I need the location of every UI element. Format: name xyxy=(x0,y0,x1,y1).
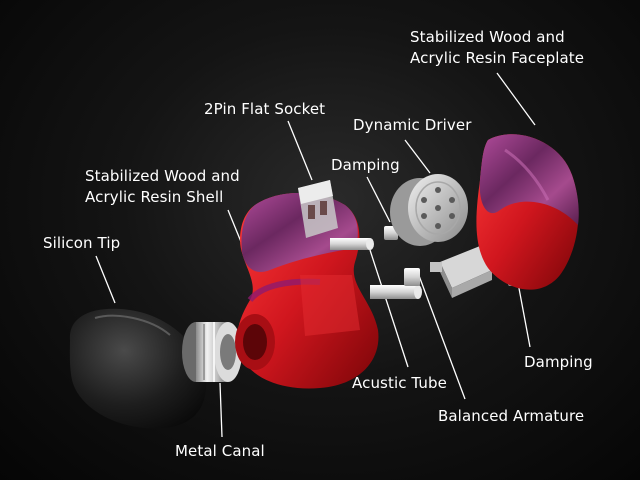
dynamic-driver xyxy=(390,174,468,246)
label-silicon-tip: Silicon Tip xyxy=(43,234,121,252)
label-damping-right: Damping xyxy=(524,353,593,371)
balanced-armature xyxy=(430,246,492,298)
label-metal-canal: Metal Canal xyxy=(175,442,265,460)
label-dynamic-driver: Dynamic Driver xyxy=(353,116,472,134)
label-socket: 2Pin Flat Socket xyxy=(204,100,326,118)
label-damping-top: Damping xyxy=(331,156,400,174)
label-balanced-armature: Balanced Armature xyxy=(438,407,585,425)
two-pin-socket xyxy=(298,180,338,238)
acoustic-tubes xyxy=(330,238,422,299)
label-acoustic-tube: Acustic Tube xyxy=(352,374,447,392)
label-faceplate: Stabilized Wood and Acrylic Resin Facepl… xyxy=(410,28,585,67)
silicon-tip xyxy=(69,308,206,429)
resin-faceplate xyxy=(476,134,579,290)
label-shell: Stabilized Wood and Acrylic Resin Shell xyxy=(85,167,240,206)
metal-canal xyxy=(182,322,242,382)
